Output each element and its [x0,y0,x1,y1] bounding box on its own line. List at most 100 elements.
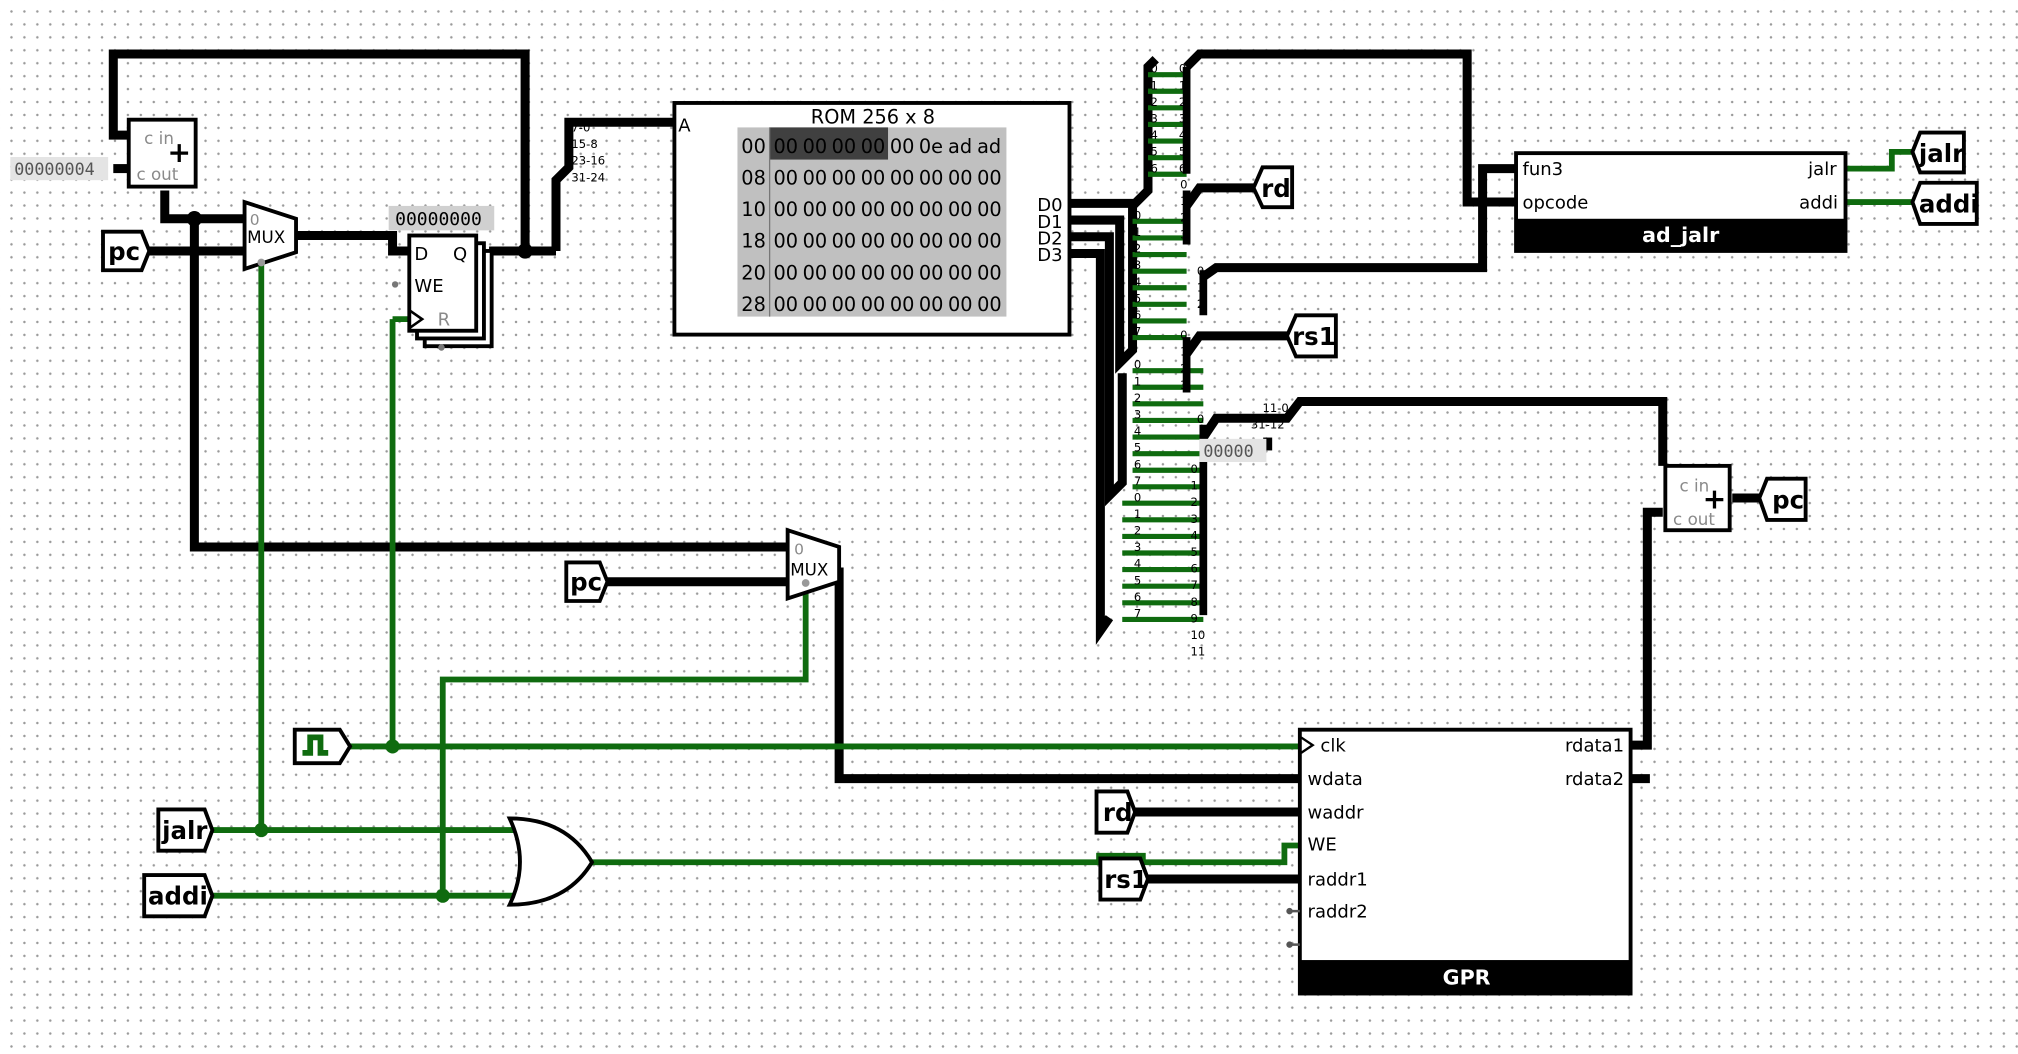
imm-constant: 00000 [1203,441,1253,461]
rom-cell: 00 [832,230,857,253]
rom-cell: 0e [919,135,943,158]
split-bit-label: 1 [1151,78,1158,92]
funnel-bit-label: 3 [1190,512,1197,526]
funnel-bit-label: 8 [1190,595,1197,609]
adder-cin-label: c in [144,128,174,148]
gpr-block[interactable]: GPR clk wdata waddr WE raddr1 raddr2 rda… [1286,727,1633,996]
rom-cell: 00 [890,293,915,316]
imm-constant-bg [1199,438,1267,463]
rom-cell: 00 [773,167,798,190]
split-bit-label: 1 [1134,374,1141,388]
funnel-bit-label: 6 [1190,562,1197,576]
rom-cell: 00 [948,167,973,190]
rs1-input-pin[interactable]: rs1 [1098,856,1151,902]
ad-jalr-name: ad_jalr [1642,223,1720,247]
funnel-bit-label: 0 [1190,462,1197,476]
mux-2[interactable]: 0 MUX [785,527,842,602]
split-bit-label: 7 [1134,474,1141,488]
funnel-bit-label: 0 [1180,178,1187,192]
register-r-label: R [438,310,451,331]
gpr-in-waddr: waddr [1308,802,1365,823]
rom-cell: 00 [890,261,915,284]
gpr-in-we: WE [1308,835,1337,856]
rom-cell: 00 [890,198,915,221]
rom-cell: 00 [861,135,886,158]
addi-input-pin[interactable]: addi [142,873,215,919]
rd-input-pin[interactable]: rd [1094,789,1138,835]
register-d-label: D [414,244,428,265]
rom-cell: 00 [773,198,798,221]
jump-adder[interactable]: c in c out + [1663,463,1732,533]
rom-cell: 00 [977,167,1002,190]
split-label-3: 31-24 [571,170,605,184]
rom-out-d3: D3 [1037,245,1062,266]
split-bit-label: 4 [1134,275,1141,289]
pc-register[interactable]: 00000000 D Q WE R [388,205,495,351]
rom-cell: 00 [832,167,857,190]
ad-jalr-block[interactable]: ad_jalr fun3 opcode jalr addi [1514,151,1848,253]
rom-cell: 00 [861,293,886,316]
split-bit-label: 0 [1134,358,1141,372]
split-bit-label: 2 [1134,523,1141,537]
pc-input-pin[interactable]: pc [101,229,152,273]
split-bit-label: 0 [1134,208,1141,222]
pc-bit-splitter: 7-0 15-8 23-16 31-24 [571,120,605,184]
ad-jalr-in-fun3: fun3 [1522,159,1563,180]
rom-out-d1: D1 [1037,212,1062,233]
rd-in-label: rd [1103,798,1133,827]
pc-input-pin-2[interactable]: pc [564,560,610,603]
funnel-bit-label: 4 [1179,128,1186,142]
or-gate[interactable] [506,816,595,907]
pc-adder[interactable]: c in c out + [126,117,198,189]
split-bit-label: 3 [1134,408,1141,422]
rom-row-address: 00 [741,135,766,158]
rom-cell: 00 [977,198,1002,221]
split-bit-label: 3 [1151,112,1158,126]
ad-jalr-in-opcode: opcode [1522,192,1588,213]
gpr-name: GPR [1443,966,1491,990]
funnel-bit-label: 3 [1179,112,1186,126]
split-label-1: 15-8 [571,137,597,151]
instruction-splitter: 0011223344556601234567012345670123456701… [1122,62,1208,659]
pc-pin-2-label: pc [570,568,602,597]
rom-row-address: 10 [741,198,766,221]
rs1-tunnel[interactable]: rs1 [1284,313,1338,359]
jalr-input-pin[interactable]: jalr [156,807,215,853]
split-bit-label: 3 [1134,258,1141,272]
mux-1[interactable]: 0 MUX [242,199,298,272]
gpr-out-rdata1: rdata1 [1565,736,1624,757]
adder-plus-icon: + [167,136,191,169]
rs1-in-label: rs1 [1104,865,1148,894]
rom-cell: 00 [773,230,798,253]
split-bit-label: 2 [1151,95,1158,109]
addi-pin-label: addi [148,882,208,911]
gpr-in-wdata: wdata [1308,769,1363,790]
split-bit-label: 0 [1134,490,1141,504]
funnel-bit-label: 0 [1197,412,1204,426]
rom-row-address: 08 [741,167,766,190]
split-bit-label: 5 [1151,145,1158,159]
split-label-2: 23-16 [571,154,605,168]
addi-output-pin[interactable]: addi [1910,180,1979,226]
jalr-output-pin[interactable]: jalr [1910,130,1966,175]
jump-adder-cout: c out [1673,509,1715,529]
pc-out-label: pc [1772,485,1804,514]
rd-tunnel[interactable]: rd [1251,165,1295,210]
rom-cell: 00 [773,261,798,284]
clock-input[interactable] [292,727,353,766]
split-bit-label: 3 [1134,540,1141,554]
mux-2-label: MUX [790,559,828,579]
split-bit-label: 4 [1134,557,1141,571]
split-bit-label: 1 [1134,507,1141,521]
register-value-bg [388,205,495,231]
split-bit-label: 0 [1151,62,1158,76]
gpr-in-raddr2: raddr2 [1308,902,1368,923]
split-bit-label: 5 [1134,291,1141,305]
pc-output-tunnel[interactable]: pc [1757,476,1808,522]
split-bit-label: 5 [1134,441,1141,455]
rd-tunnel-label: rd [1261,174,1291,203]
gpr-clock-edge-icon [1300,736,1315,754]
rom-cell: 00 [919,167,944,190]
